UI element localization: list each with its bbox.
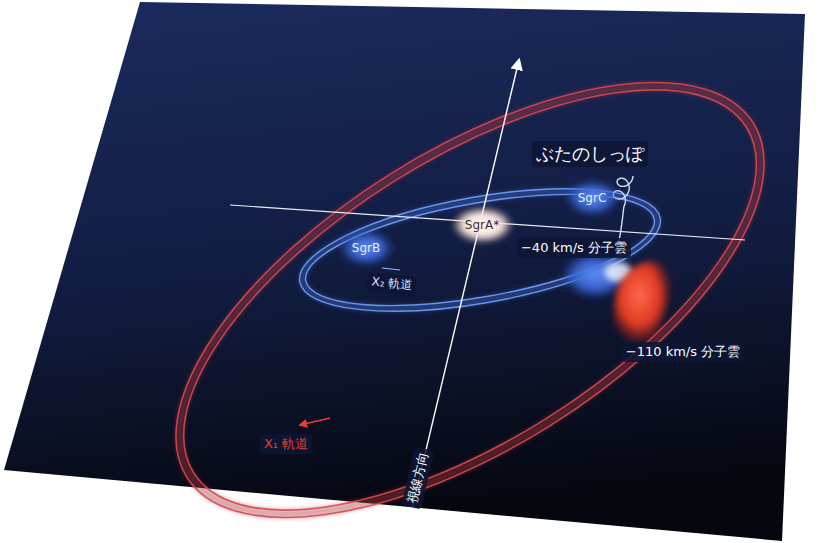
molecular-cloud [614,261,671,346]
orbit-direction-arrow [300,418,330,425]
source-blob: SgrC [567,183,618,213]
central-source-blob: SgrA* [454,210,511,240]
source-name: SgrC [578,191,607,205]
source-blob: SgrB [341,233,392,263]
orbit-label: X₁ 軌道 [260,434,312,454]
orbit-direction-arrow [382,268,400,270]
orbit-label: X₂ 軌道 [367,272,418,296]
axis-label: 視線方向 [402,447,435,510]
galactic-plane [4,2,805,541]
source-name: SgrA* [465,218,499,232]
source-name: SgrB [352,241,380,255]
x2-orbit [291,166,670,334]
annotation: ぶたのしっぽ [532,141,648,167]
cloud-label: −110 km/s 分子雲 [622,342,744,362]
cloud-label: −40 km/s 分子雲 [517,238,631,258]
x1-orbit [108,0,825,543]
